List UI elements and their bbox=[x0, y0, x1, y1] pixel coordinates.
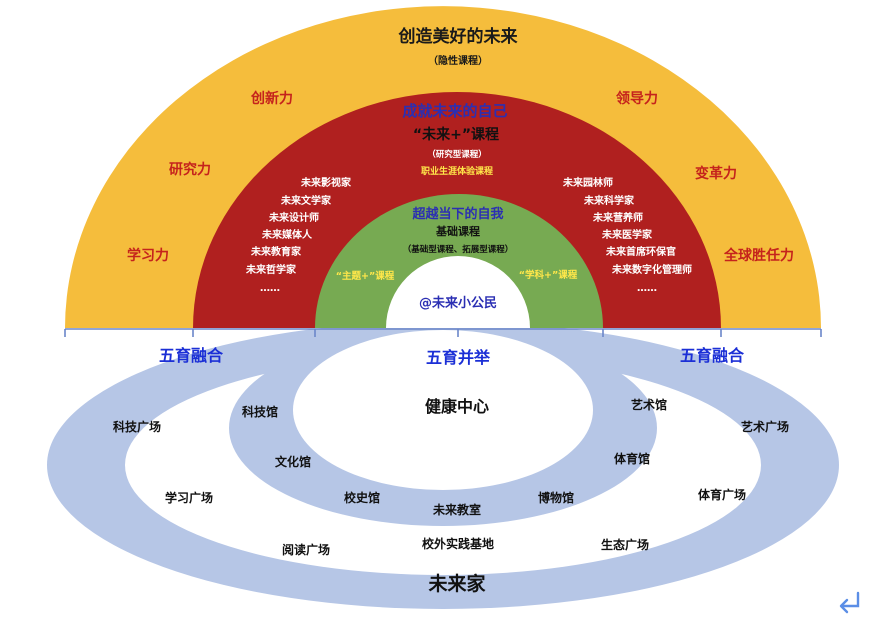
outer-ring-label: 校外实践基地 bbox=[422, 536, 494, 551]
outer-subtitle: （隐性课程） bbox=[428, 54, 488, 67]
outer-right-label: 领导力 bbox=[616, 90, 658, 107]
inner-right-tag: “学科+”课程 bbox=[519, 269, 578, 281]
left-list-item: 未来教育家 bbox=[250, 245, 302, 258]
left-list-item: 未来影视家 bbox=[300, 176, 352, 189]
inner-ring-label: 科技馆 bbox=[242, 404, 278, 419]
left-list-item: …… bbox=[260, 283, 280, 294]
left-list-item: 未来哲学家 bbox=[245, 263, 297, 276]
left-heading: 五育融合 bbox=[159, 346, 224, 365]
middle-left-list: 未来影视家 未来文学家 未来设计师 未来媒体人 未来教育家 未来哲学家 …… bbox=[245, 176, 352, 294]
return-arrow-icon bbox=[839, 591, 860, 614]
outer-left-label: 研究力 bbox=[169, 161, 211, 178]
outer-left-label: 创新力 bbox=[250, 90, 293, 107]
inner-course-type: （基础型课程、拓展型课程） bbox=[403, 244, 514, 255]
inner-left-tag: “主题+”课程 bbox=[336, 270, 395, 282]
inner-course: 基础课程 bbox=[435, 224, 480, 238]
outer-title: 创造美好的未来 bbox=[398, 26, 519, 47]
left-list-item: 未来文学家 bbox=[280, 194, 332, 207]
middle-right-list: 未来园林师 未来科学家 未来营养师 未来医学家 未来首席环保官 未来数字化管理师… bbox=[562, 176, 692, 294]
middle-course-type: （研究型课程） bbox=[427, 149, 487, 160]
core-arch bbox=[386, 256, 530, 328]
middle-course: “未来+”课程 bbox=[413, 126, 499, 143]
middle-title: 成就未来的自己 bbox=[402, 102, 507, 120]
middle-career: 职业生涯体验课程 bbox=[421, 165, 493, 177]
inner-ring-label: 体育馆 bbox=[614, 451, 650, 466]
right-list-item: 未来园林师 bbox=[562, 176, 613, 189]
outer-right-label: 变革力 bbox=[695, 165, 737, 182]
core-label: @未来小公民 bbox=[419, 295, 497, 311]
outer-ring-labels: 科技广场 学习广场 阅读广场 校外实践基地 生态广场 体育广场 艺术广场 bbox=[113, 419, 789, 557]
bottom-title: 未来家 bbox=[427, 572, 486, 595]
outer-ring-label: 科技广场 bbox=[113, 419, 161, 434]
outer-ring-label: 体育广场 bbox=[698, 487, 746, 502]
right-list-item: 未来首席环保官 bbox=[605, 245, 676, 258]
inner-title: 超越当下的自我 bbox=[412, 206, 503, 222]
right-list-item: 未来数字化管理师 bbox=[611, 263, 692, 276]
left-list-item: 未来设计师 bbox=[268, 211, 319, 224]
outer-left-label: 学习力 bbox=[127, 247, 169, 264]
inner-ring-label: 博物馆 bbox=[538, 490, 574, 505]
right-list-item: 未来医学家 bbox=[601, 228, 653, 241]
inner-ring-label: 校史馆 bbox=[344, 490, 380, 505]
center-label: 健康中心 bbox=[425, 397, 489, 416]
inner-ring-white bbox=[293, 330, 593, 490]
inner-ring-labels: 科技馆 文化馆 校史馆 未来教室 博物馆 体育馆 艺术馆 bbox=[242, 397, 667, 517]
outer-ring-label: 学习广场 bbox=[165, 490, 213, 505]
bracket-line bbox=[64, 328, 822, 337]
inner-ring-label: 未来教室 bbox=[432, 502, 481, 517]
right-list-item: 未来营养师 bbox=[592, 211, 643, 224]
left-list-item: 未来媒体人 bbox=[261, 228, 313, 241]
outer-ring-label: 阅读广场 bbox=[282, 542, 330, 557]
center-heading: 五育并举 bbox=[426, 348, 491, 367]
outer-ring-label: 生态广场 bbox=[601, 537, 649, 552]
right-list-item: 未来科学家 bbox=[583, 194, 635, 207]
inner-ring-label: 文化馆 bbox=[275, 454, 311, 469]
right-heading: 五育融合 bbox=[680, 346, 745, 365]
right-list-item: …… bbox=[637, 283, 657, 294]
outer-ring-label: 艺术广场 bbox=[741, 419, 789, 434]
outer-right-label: 全球胜任力 bbox=[723, 247, 794, 264]
inner-ring-label: 艺术馆 bbox=[631, 397, 667, 412]
